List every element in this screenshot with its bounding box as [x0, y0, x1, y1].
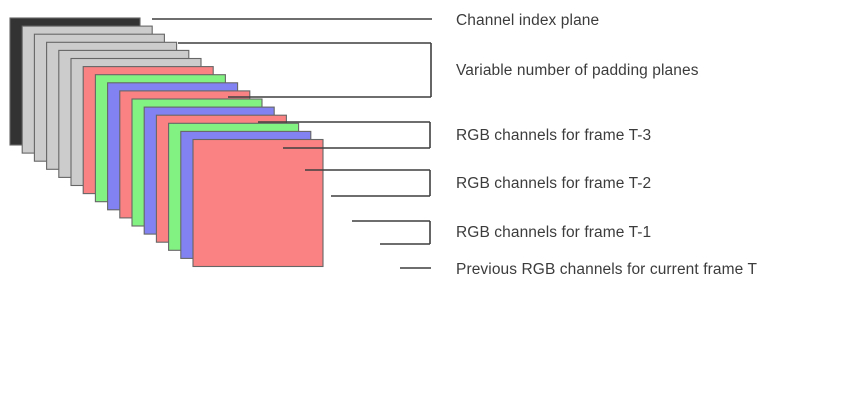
label-rgb-frame-t-current: Previous RGB channels for current frame …	[456, 261, 758, 278]
frame-t-current-red	[192, 138, 324, 268]
planes-group	[9, 17, 324, 268]
leader-lines-group	[152, 18, 432, 269]
label-padding-planes: Variable number of padding planes	[456, 62, 699, 79]
label-rgb-frame-t-3: RGB channels for frame T-3	[456, 127, 652, 144]
label-rgb-frame-t-1: RGB channels for frame T-1	[456, 224, 652, 241]
label-rgb-frame-t-2: RGB channels for frame T-2	[456, 175, 652, 192]
leader-rgb-frame-t-1	[352, 220, 431, 245]
leader-padding-planes	[178, 42, 432, 98]
label-channel-index-plane: Channel index plane	[456, 12, 600, 29]
leader-rgb-frame-t-2	[305, 169, 431, 197]
leader-rgb-frame-t-3	[258, 121, 431, 149]
